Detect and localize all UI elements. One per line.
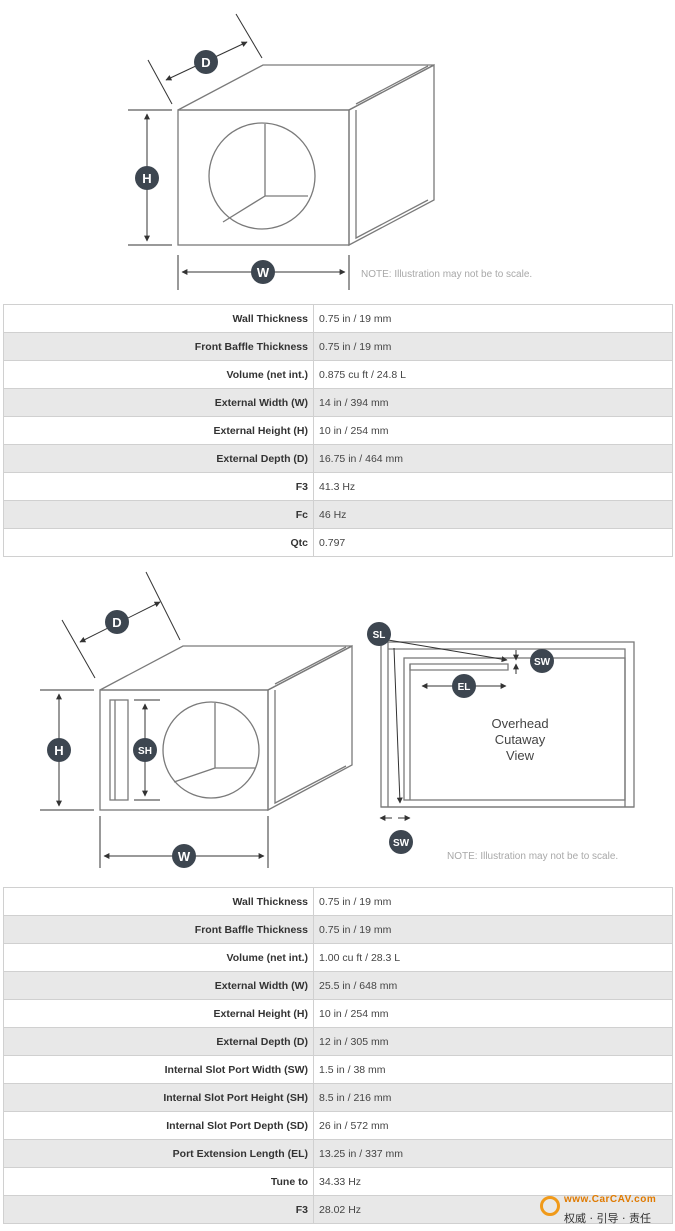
svg-text:EL: EL [458, 682, 471, 693]
svg-text:SW: SW [534, 657, 551, 668]
carcav-logo-icon [540, 1196, 560, 1216]
spec-label: Front Baffle Thickness [3, 915, 314, 944]
spec-row: Internal Slot Port Height (SH)8.5 in / 2… [3, 1083, 673, 1112]
spec-label: Wall Thickness [3, 304, 314, 333]
spec-label: Internal Slot Port Height (SH) [3, 1083, 314, 1112]
spec-label: Volume (net int.) [3, 360, 314, 389]
cutaway-title-line-3: View [506, 748, 535, 763]
spec-value: 0.797 [313, 528, 673, 557]
spec-value: 34.33 Hz [313, 1167, 673, 1196]
spec-value: 41.3 Hz [313, 472, 673, 501]
spec-label: External Height (H) [3, 416, 314, 445]
spec-label: Tune to [3, 1167, 314, 1196]
spec-row: External Height (H)10 in / 254 mm [3, 416, 673, 445]
svg-text:H: H [54, 743, 63, 758]
cutaway-title-line-2: Cutaway [495, 732, 546, 747]
spec-value: 14 in / 394 mm [313, 388, 673, 417]
spec-row: Volume (net int.)0.875 cu ft / 24.8 L [3, 360, 673, 389]
spec-value: 28.02 Hz [313, 1195, 673, 1224]
spec-value: 12 in / 305 mm [313, 1027, 673, 1056]
spec-value: 0.75 in / 19 mm [313, 332, 673, 361]
spec-value: 25.5 in / 648 mm [313, 971, 673, 1000]
spec-value: 10 in / 254 mm [313, 999, 673, 1028]
svg-text:SH: SH [138, 746, 152, 757]
spec-label: Port Extension Length (EL) [3, 1139, 314, 1168]
sealed-box-diagram: D H W [128, 13, 435, 290]
ported-box-diagram: Overhead Cutaway View D H W SH SL SW EL … [40, 571, 635, 868]
svg-text:SL: SL [373, 630, 386, 641]
spec-value: 0.75 in / 19 mm [313, 915, 673, 944]
spec-row: Internal Slot Port Width (SW)1.5 in / 38… [3, 1055, 673, 1084]
watermark-url: www.CarCAV.com [564, 1194, 657, 1205]
spec-value: 0.875 cu ft / 24.8 L [313, 360, 673, 389]
scale-note: NOTE: Illustration may not be to scale. [447, 851, 619, 862]
spec-row: External Height (H)10 in / 254 mm [3, 999, 673, 1028]
spec-label: Volume (net int.) [3, 943, 314, 972]
svg-text:SW: SW [393, 838, 410, 849]
slot-length-label: SL [367, 622, 391, 646]
cutaway-title-line-1: Overhead [491, 716, 548, 731]
spec-label: Fc [3, 500, 314, 529]
spec-value: 1.00 cu ft / 28.3 L [313, 943, 673, 972]
spec-row: External Width (W)25.5 in / 648 mm [3, 971, 673, 1000]
spec-value: 16.75 in / 464 mm [313, 444, 673, 473]
spec-row: Internal Slot Port Depth (SD)26 in / 572… [3, 1111, 673, 1140]
spec-label: Front Baffle Thickness [3, 332, 314, 361]
spec-label: Wall Thickness [3, 887, 314, 916]
slot-width-label-bottom: SW [389, 830, 413, 854]
svg-text:D: D [201, 55, 210, 70]
ext-length-label: EL [452, 674, 476, 698]
spec-label: Internal Slot Port Width (SW) [3, 1055, 314, 1084]
spec-label: F3 [3, 1195, 314, 1224]
width-label: W [172, 844, 196, 868]
svg-text:D: D [112, 615, 121, 630]
spec-value: 0.75 in / 19 mm [313, 887, 673, 916]
watermark: www.CarCAV.com 权威 · 引导 · 责任 [540, 1190, 675, 1231]
spec-row: External Width (W)14 in / 394 mm [3, 388, 673, 417]
slot-height-label: SH [133, 738, 157, 762]
spec-value: 46 Hz [313, 500, 673, 529]
spec-value: 1.5 in / 38 mm [313, 1055, 673, 1084]
watermark-slogan: 权威 · 引导 · 责任 [564, 1212, 651, 1225]
spec-row: External Depth (D)12 in / 305 mm [3, 1027, 673, 1056]
spec-label: External Height (H) [3, 999, 314, 1028]
spec-row: External Depth (D)16.75 in / 464 mm [3, 444, 673, 473]
spec-label: F3 [3, 472, 314, 501]
svg-text:H: H [142, 171, 151, 186]
spec-value: 0.75 in / 19 mm [313, 304, 673, 333]
scale-note: NOTE: Illustration may not be to scale. [361, 269, 533, 280]
depth-label: D [105, 610, 129, 634]
spec-label: External Width (W) [3, 971, 314, 1000]
spec-value: 10 in / 254 mm [313, 416, 673, 445]
spec-value: 8.5 in / 216 mm [313, 1083, 673, 1112]
spec-label: External Depth (D) [3, 444, 314, 473]
spec-row: Port Extension Length (EL)13.25 in / 337… [3, 1139, 673, 1168]
spec-label: External Depth (D) [3, 1027, 314, 1056]
svg-text:W: W [178, 849, 191, 864]
spec-label: Qtc [3, 528, 314, 557]
spec-value: 13.25 in / 337 mm [313, 1139, 673, 1168]
spec-label: Internal Slot Port Depth (SD) [3, 1111, 314, 1140]
slot-width-label-top: SW [530, 649, 554, 673]
height-label: H [47, 738, 71, 762]
svg-text:W: W [257, 265, 270, 280]
spec-row: Volume (net int.)1.00 cu ft / 28.3 L [3, 943, 673, 972]
width-label: W [251, 260, 275, 284]
depth-label: D [194, 50, 218, 74]
spec-value: 26 in / 572 mm [313, 1111, 673, 1140]
spec-label: External Width (W) [3, 388, 314, 417]
height-label: H [135, 166, 159, 190]
